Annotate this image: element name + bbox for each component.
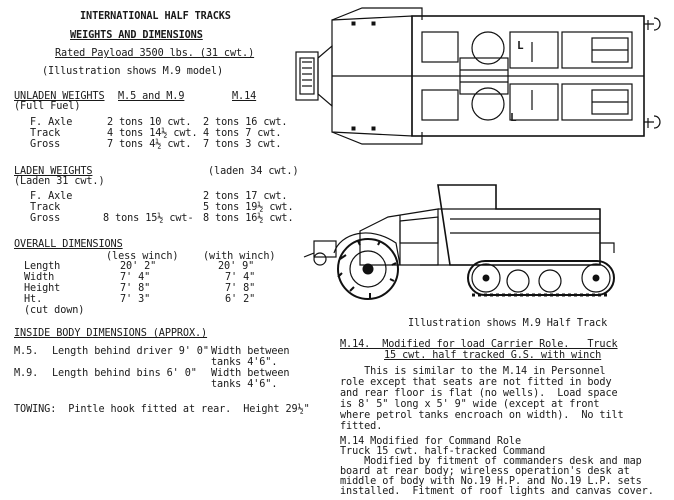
inside-row-width2: tanks 4'6". [211,357,278,368]
overall-col2: (with winch) [203,251,276,262]
laden-row-b: 2 tons 17 cwt. [203,191,288,202]
overall-row-label: Width [24,272,55,283]
overall-row-b: 20' 9" [218,261,255,272]
laden-row-label: Gross [30,213,61,224]
command-body-line: board at rear body; wireless operation's… [340,466,630,477]
m14-title-line1: M.14. Modified for load Carrier Role. Tr… [340,339,618,350]
inside-row-width2: tanks 4'6". [211,379,278,390]
unladen-col1: M.5 and M.9 [118,91,185,102]
side-view-drawing [303,184,615,300]
inside-heading: INSIDE BODY DIMENSIONS (APPROX.) [14,328,208,339]
unladen-heading: UNLADEN WEIGHTS [14,91,105,102]
rated-payload: Rated Payload 3500 lbs. (31 cwt.) [55,48,254,59]
doc-subtitle: WEIGHTS AND DIMENSIONS [70,30,203,41]
inside-row-model: M.9. [14,368,39,379]
m14-body-line: and rear floor is flat (no wells). Load … [340,388,618,399]
overall-row-a: 7' 8" [120,283,151,294]
inside-row-desc: Length behind driver 9' 0" [52,346,209,357]
overall-heading: OVERALL DIMENSIONS [14,239,123,250]
m14-body-line: fitted. [340,421,383,432]
unladen-sub: (Full Fuel) [14,101,81,112]
m14-title-line2: 15 cwt. half tracked G.S. with winch [384,350,602,361]
laden-row-b: 8 tons 16½ cwt. [203,213,294,224]
overall-row-label: Ht. [24,294,43,305]
unladen-row-b: 4 tons 7 cwt. [203,128,282,139]
command-title-line1: M.14 Modified for Command Role [340,436,522,447]
illustration-note: (Illustration shows M.9 model) [42,66,224,77]
m14-body-line: is 8' 5" long x 5' 9" wide (except at fr… [340,399,600,410]
overall-row-label: Length [24,261,61,272]
overall-row-b: 6' 2" [225,294,256,305]
towing-text: TOWING: Pintle hook fitted at rear. Heig… [14,404,310,415]
unladen-row-label: Track [30,128,61,139]
unladen-row-a: 2 tons 10 cwt. [107,117,192,128]
overall-row-a: 7' 4" [120,272,151,283]
doc-title: INTERNATIONAL HALF TRACKS [80,11,231,22]
m14-body-line: This is similar to the M.14 in Personnel [340,366,606,377]
inside-row-desc: Length behind bins 6' 0" [52,368,197,379]
overall-row-b: 7' 8" [225,283,256,294]
illustration-caption: Illustration shows M.9 Half Track [408,318,608,329]
plan-view-drawing [295,7,661,145]
overall-row-a: 7' 3" [120,294,151,305]
plan-label: L [510,111,517,124]
m14-body-line: where petrol tanks encroach on width). N… [340,410,624,421]
unladen-row-a: 7 tons 4½ cwt. [107,139,192,150]
laden-row-label: Track [30,202,61,213]
unladen-row-a: 4 tons 14½ cwt. [107,128,198,139]
command-title-line2: Truck 15 cwt. half-tracked Command [340,446,546,457]
overall-row-b: 7' 4" [225,272,256,283]
unladen-row-b: 2 tons 16 cwt. [203,117,288,128]
unladen-row-label: F. Axle [30,117,73,128]
laden-col2: (laden 34 cwt.) [208,166,299,177]
laden-heading: LADEN WEIGHTS [14,166,93,177]
overall-row-a: 20' 2" [120,261,157,272]
inside-row-model: M.5. [14,346,39,357]
unladen-row-label: Gross [30,139,61,150]
laden-row-label: F. Axle [30,191,73,202]
overall-cut-note: (cut down) [24,305,85,316]
inside-row-width1: Width between [211,368,290,379]
command-body-line: middle of body with No.19 H.P. and No.19… [340,476,642,487]
unladen-col2: M.14 [232,91,257,102]
m14-body-line: role except that seats are not fitted in… [340,377,612,388]
plan-label: L [517,39,524,52]
command-body-line: Modified by fitment of commanders desk a… [340,456,642,467]
overall-col1: (less winch) [106,251,179,262]
overall-row-label: Height [24,283,61,294]
inside-row-width1: Width between [211,346,290,357]
unladen-row-b: 7 tons 3 cwt. [203,139,282,150]
laden-sub: (Laden 31 cwt.) [14,176,105,187]
command-body-line: installed. Fitment of roof lights and ca… [340,486,654,497]
rated-payload-text: Rated Payload 3500 lbs. (31 cwt.) [55,48,255,59]
laden-row-b: 5 tons 19½ cwt. [203,202,294,213]
laden-row-a: 8 tons 15½ cwt- [103,213,194,224]
